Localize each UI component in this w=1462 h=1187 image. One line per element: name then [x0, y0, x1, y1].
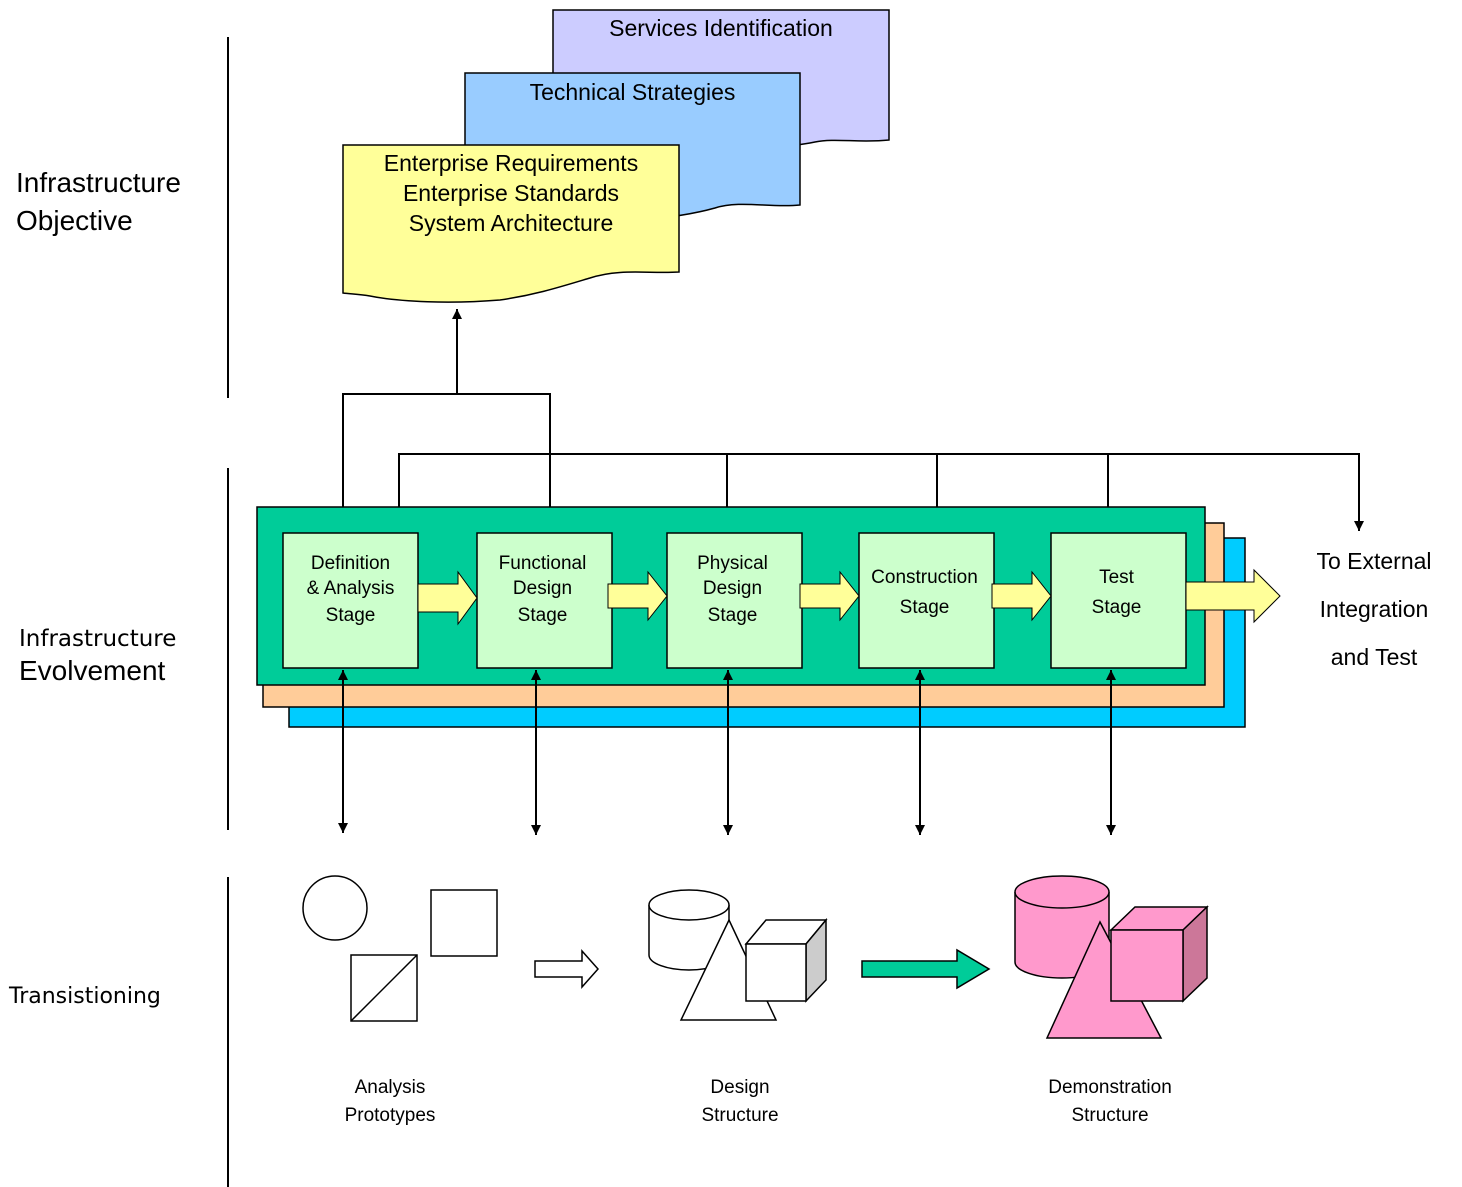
stage-label-construction: Construction Stage	[857, 565, 992, 620]
stage-box-physical	[666, 532, 803, 669]
caption-line: Analysis	[354, 1077, 426, 1098]
stage-label-line: Stage	[707, 605, 758, 626]
analysis-prototype-shapes	[302, 875, 498, 1022]
caption-analysis-prototypes: Analysis Prototypes	[310, 1074, 470, 1130]
stage-label-line: Stage	[517, 605, 568, 626]
caption-line: Design	[710, 1077, 770, 1098]
connector-top-bracket	[342, 393, 551, 528]
stage-label-line: Construction	[871, 567, 978, 588]
stage-label-physical: Physical Design Stage	[665, 551, 800, 628]
system-architecture-line: System Architecture	[408, 210, 614, 236]
enterprise-standards-line: Enterprise Standards	[402, 180, 620, 206]
enterprise-requirements-doc	[342, 144, 680, 303]
enterprise-doc-text: Enterprise Requirements Enterprise Stand…	[343, 148, 679, 238]
caption-line: Structure	[1071, 1105, 1149, 1126]
caption-demonstration-structure: Demonstration Structure	[1010, 1074, 1210, 1130]
stage-label-definition: Definition & Analysis Stage	[283, 551, 418, 628]
objective-line2: Objective	[16, 205, 133, 236]
stage-label-line: Design	[512, 578, 573, 599]
bidirectional-arrows	[338, 670, 1116, 835]
design-structure-shapes	[648, 889, 828, 1021]
stage-label-line: Design	[702, 578, 763, 599]
external-label-line: To External	[1316, 548, 1432, 574]
section-label-transitioning: Transistioning	[9, 984, 161, 1009]
stage-box-definition	[282, 532, 419, 669]
external-label-line: and Test	[1330, 644, 1418, 670]
caption-line: Structure	[701, 1105, 779, 1126]
stage-label-line: Functional	[498, 553, 587, 574]
stage-label-functional: Functional Design Stage	[475, 551, 610, 628]
stage-label-line: Test	[1099, 567, 1134, 588]
stage-label-line: Physical	[697, 553, 768, 574]
caption-line: Demonstration	[1048, 1077, 1172, 1098]
enterprise-requirements-line: Enterprise Requirements	[383, 150, 639, 176]
flow-arrow-2	[607, 570, 668, 622]
stage-label-line: Stage	[1091, 597, 1142, 618]
distribution-bus	[398, 453, 1360, 515]
services-identification-title: Services Identification	[609, 15, 833, 41]
stage-label-test: Test Stage	[1049, 565, 1184, 620]
caption-design-structure: Design Structure	[660, 1074, 820, 1130]
stage-label-line: & Analysis	[306, 578, 395, 599]
technical-strategies-title: Technical Strategies	[529, 79, 736, 105]
flow-arrow-3	[799, 570, 860, 622]
stage-label-line: Stage	[899, 597, 950, 618]
stage-label-line: Stage	[325, 605, 376, 626]
external-integration-label: To External Integration and Test	[1294, 537, 1454, 681]
flow-arrow-4	[991, 570, 1052, 622]
evolvement-line1: Infrastructure	[19, 626, 177, 652]
flow-arrow-out	[1185, 568, 1281, 624]
stage-label-line: Definition	[310, 553, 391, 574]
section-label-evolvement: Infrastructure Evolvement	[19, 622, 176, 688]
stage-box-functional	[476, 532, 613, 669]
hollow-transition-arrow	[534, 949, 600, 989]
evolvement-line2: Evolvement	[19, 655, 166, 686]
stage-box-test	[1050, 532, 1187, 669]
section-label-objective: Infrastructure Objective	[16, 164, 181, 240]
demonstration-structure-shapes	[1014, 875, 1209, 1039]
flow-arrow-1	[417, 570, 478, 626]
external-label-line: Integration	[1319, 596, 1429, 622]
objective-line1: Infrastructure	[16, 167, 181, 198]
caption-line: Prototypes	[344, 1105, 436, 1126]
filled-transition-arrow	[861, 948, 991, 990]
